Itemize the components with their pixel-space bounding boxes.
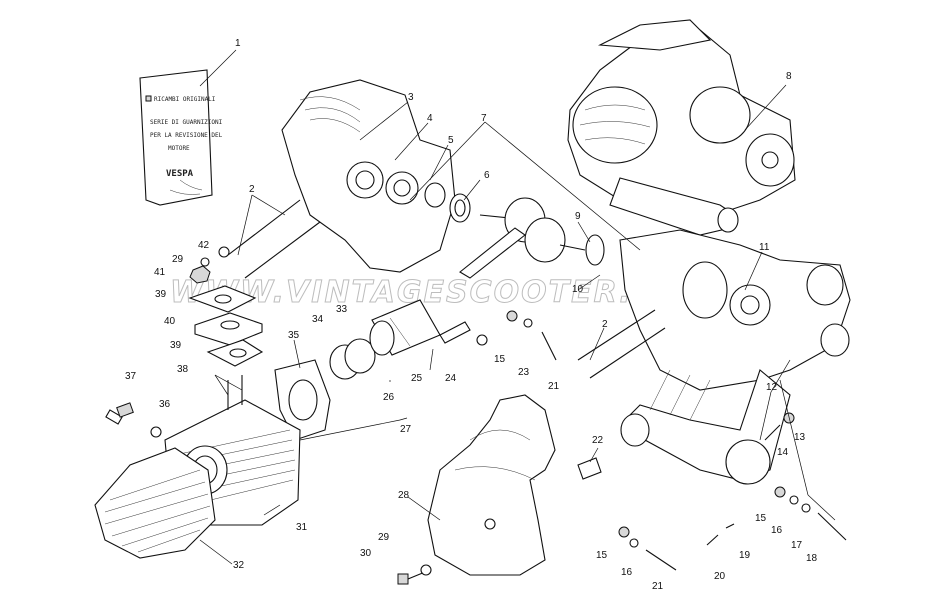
- sleeve: [577, 457, 602, 480]
- assembled-engine: [567, 19, 796, 236]
- label-30: 30: [360, 548, 372, 559]
- label-29-lower: 29: [378, 532, 390, 543]
- crankshaft-seal: [585, 234, 605, 266]
- label-11: 11: [759, 242, 770, 253]
- label-6: 6: [484, 170, 490, 181]
- packet-brand-text: RICAMBI ORIGINALI: [154, 96, 216, 103]
- label-8: 8: [786, 71, 792, 82]
- label-15-right: 15: [755, 513, 767, 524]
- stud-left-1: [227, 199, 301, 256]
- label-10: 10: [572, 284, 584, 295]
- label-21-upper: 21: [548, 381, 560, 392]
- label-41: 41: [154, 267, 166, 278]
- label-23: 23: [518, 367, 530, 378]
- circlip: [476, 334, 488, 346]
- bolt-20: [706, 534, 719, 546]
- label-27: 27: [400, 424, 412, 435]
- label-2-left: 2: [249, 184, 255, 195]
- washer-16-right: [789, 495, 799, 505]
- packet-line2-text: PER LA REVISIONE DEL: [150, 132, 223, 139]
- stud-left-2: [244, 221, 321, 279]
- label-9: 9: [575, 211, 581, 222]
- label-5: 5: [448, 135, 454, 146]
- label-17: 17: [791, 540, 803, 551]
- leader-lines: [199, 49, 836, 565]
- label-32: 32: [233, 560, 245, 571]
- label-2-right: 2: [602, 319, 608, 330]
- label-15-upper: 15: [494, 354, 506, 365]
- label-1: 1: [235, 38, 241, 49]
- piston-ring-33: [344, 338, 376, 374]
- label-13: 13: [794, 432, 806, 443]
- label-35: 35: [288, 330, 300, 341]
- washer-42: [218, 246, 230, 258]
- label-36: 36: [159, 399, 171, 410]
- label-24: 24: [445, 373, 457, 384]
- label-38: 38: [177, 364, 189, 375]
- label-12: 12: [766, 382, 778, 393]
- label-37: 37: [125, 371, 137, 382]
- cylinder-head: [94, 447, 216, 559]
- label-18: 18: [806, 553, 818, 564]
- plug-washer: [150, 426, 162, 438]
- label-29-upper: 29: [172, 254, 184, 265]
- label-40: 40: [164, 316, 176, 327]
- label-16-right: 16: [771, 525, 783, 536]
- label-16-lower: 16: [621, 567, 633, 578]
- packet-line1-text: SERIE DI GUARNIZIONI: [150, 119, 223, 126]
- washer-29-upper: [200, 257, 210, 267]
- label-25: 25: [411, 373, 423, 384]
- gasket-packet: RICAMBI ORIGINALI SERIE DI GUARNIZIONI P…: [139, 69, 223, 206]
- left-crankcase: [281, 79, 456, 273]
- label-3: 3: [408, 92, 414, 103]
- label-7: 7: [481, 113, 487, 124]
- label-21-lower: 21: [652, 581, 664, 592]
- label-26: 26: [383, 392, 395, 403]
- part-number-labels: 1 2 2 3 4 5 6 7 8 9 10 11 12 13 14 15 15…: [125, 38, 818, 592]
- nut-15-lower: [618, 526, 630, 538]
- label-42: 42: [198, 240, 210, 251]
- right-crankcase-swingarm: [619, 229, 851, 485]
- bolt-19: [725, 523, 735, 529]
- nut-15-upper: [506, 310, 518, 322]
- fan-cover: [427, 394, 556, 576]
- washer-17: [801, 503, 811, 513]
- packet-line3-text: MOTORE: [168, 145, 190, 152]
- label-39-upper: 39: [155, 289, 167, 300]
- packet-make-text: VESPA: [166, 169, 194, 179]
- nut-15-right: [774, 486, 786, 498]
- label-28: 28: [398, 490, 410, 501]
- label-39-lower: 39: [170, 340, 182, 351]
- label-22: 22: [592, 435, 604, 446]
- stud-right-1: [577, 309, 656, 361]
- label-15-lower: 15: [596, 550, 608, 561]
- label-34: 34: [312, 314, 324, 325]
- label-4: 4: [427, 113, 433, 124]
- stud-21-upper: [541, 331, 557, 361]
- label-33: 33: [336, 304, 348, 315]
- stud-21-lower: [645, 549, 677, 571]
- label-14: 14: [777, 447, 789, 458]
- washer-29-lower: [420, 564, 432, 576]
- bolt-30: [397, 571, 426, 585]
- label-31: 31: [296, 522, 308, 533]
- stud-right-2: [589, 327, 666, 379]
- bolt-14: [764, 424, 781, 441]
- washer-16-lower: [629, 538, 639, 548]
- spark-plug: [105, 402, 134, 425]
- piston: [369, 299, 441, 356]
- piston-pin: [439, 321, 471, 344]
- label-19: 19: [739, 550, 751, 561]
- washer-23: [523, 318, 533, 328]
- label-20: 20: [714, 571, 726, 582]
- crankshaft: [459, 197, 586, 279]
- bolt-18: [817, 512, 847, 541]
